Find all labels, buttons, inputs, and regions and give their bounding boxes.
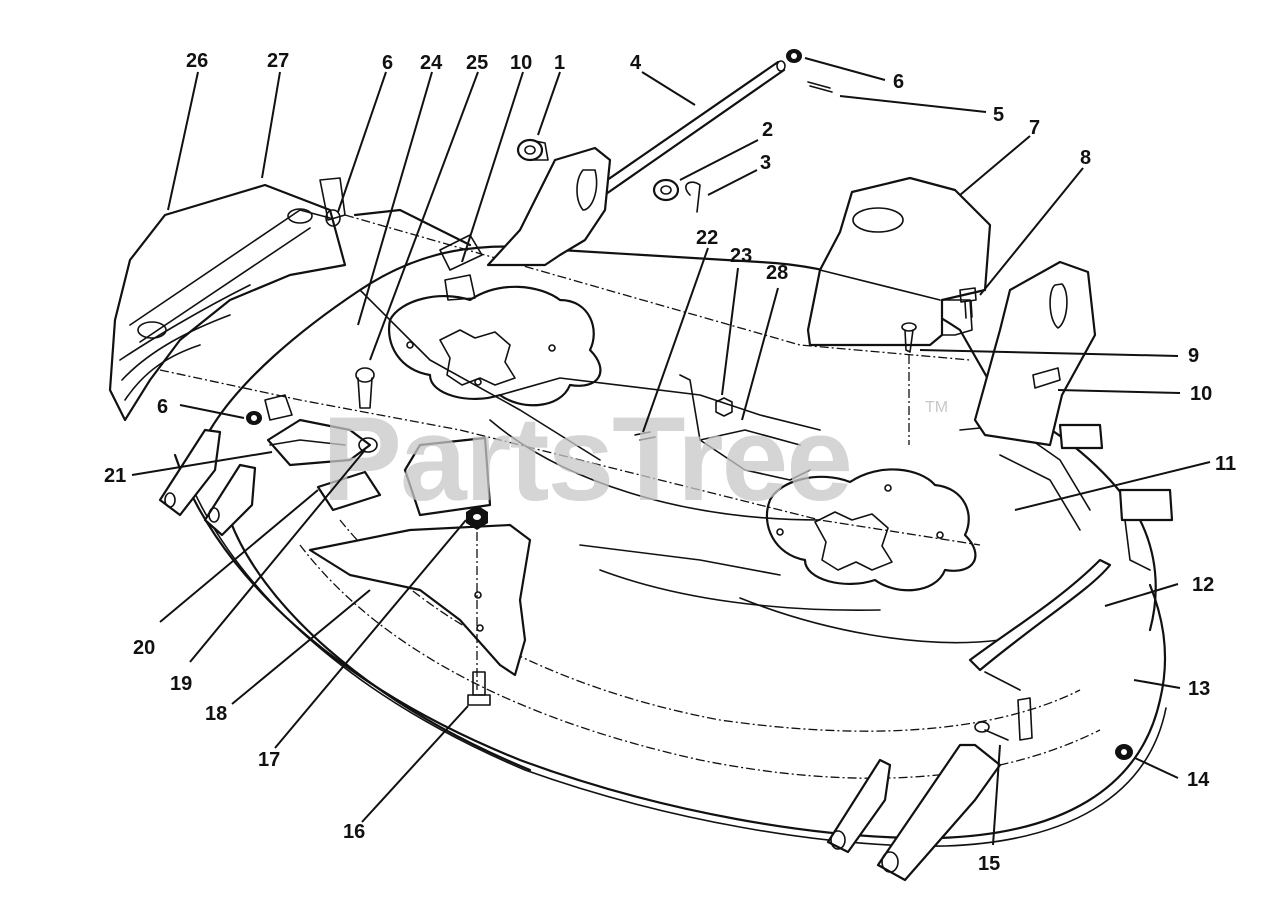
lift-rod	[598, 60, 786, 196]
callout-22: 24	[420, 52, 443, 74]
belt-shield-7	[806, 176, 992, 347]
callout-17: 17	[258, 749, 280, 771]
washer-6-left	[246, 411, 262, 425]
bushing-1	[516, 138, 549, 162]
callout-9: 9	[1188, 345, 1199, 367]
center-bracket-28	[679, 374, 811, 481]
left-front-brackets	[158, 428, 257, 537]
nut-27	[715, 397, 733, 417]
washer-14	[1115, 744, 1133, 760]
callout-labels: 26 27 6 24 25 10 1 4 2 3 6 5 7 8 9 10 11…	[104, 50, 1236, 875]
callout-6-top-left: 6	[382, 52, 393, 74]
screw-9	[901, 322, 917, 445]
callout-19: 19	[170, 673, 192, 695]
lift-rod-nut-6	[786, 49, 802, 63]
callout-21: 21	[104, 465, 126, 487]
left-spindle-opening	[387, 285, 602, 407]
leader-lines	[131, 57, 1211, 846]
callout-24: 26	[186, 50, 208, 72]
callout-4: 4	[630, 52, 642, 74]
callout-11: 11	[1215, 453, 1236, 475]
callout-8: 8	[1080, 147, 1091, 169]
callout-1: 1	[554, 52, 565, 74]
right-mount-tabs	[1058, 423, 1174, 571]
callout-3: 3	[760, 152, 771, 174]
callout-18: 18	[205, 703, 227, 725]
nut-19	[358, 437, 378, 453]
decal-12	[968, 558, 1112, 691]
bolt-15	[974, 697, 1033, 741]
callout-12: 12	[1192, 574, 1214, 596]
watermark-trademark: TM	[925, 399, 948, 416]
callout-25: 27	[267, 50, 289, 72]
right-spindle-opening	[765, 468, 977, 592]
watermark-text: PartsTree	[322, 392, 851, 526]
screw-26	[634, 431, 656, 441]
bumper-tab	[403, 436, 492, 517]
callout-20: 20	[133, 637, 155, 659]
callout-16: 16	[343, 821, 365, 843]
callout-10-top: 10	[510, 52, 532, 74]
bolt-8	[959, 287, 977, 319]
bracket-21	[264, 394, 372, 467]
callout-14: 14	[1187, 769, 1210, 791]
chute-nut-6	[325, 209, 341, 227]
callout-2: 2	[762, 119, 773, 141]
callout-26: 22	[696, 227, 718, 249]
callout-6-top-right: 6	[893, 71, 904, 93]
callout-7: 7	[1029, 117, 1040, 139]
callout-27: 23	[730, 245, 752, 267]
spring-pin-5	[807, 81, 833, 93]
front-hitch-brackets	[826, 743, 1002, 882]
nut-17	[466, 505, 488, 690]
discharge-chute	[108, 177, 347, 422]
bolt-16	[467, 671, 491, 706]
callout-23: 25	[466, 52, 488, 74]
watermark: PartsTree TM	[322, 392, 948, 526]
callout-5: 5	[993, 104, 1004, 126]
mower-deck-housing	[159, 208, 1167, 847]
callout-10-right: 10	[1190, 383, 1212, 405]
hairpin-3	[685, 181, 701, 213]
callout-13: 13	[1188, 678, 1210, 700]
callout-6-left: 6	[157, 396, 168, 418]
washer-2	[652, 178, 680, 202]
bolt-22	[355, 367, 375, 409]
callout-15: 15	[978, 853, 1000, 875]
decal-20	[316, 470, 382, 512]
callout-28: 28	[766, 262, 788, 284]
rear-lift-bracket	[439, 146, 612, 301]
